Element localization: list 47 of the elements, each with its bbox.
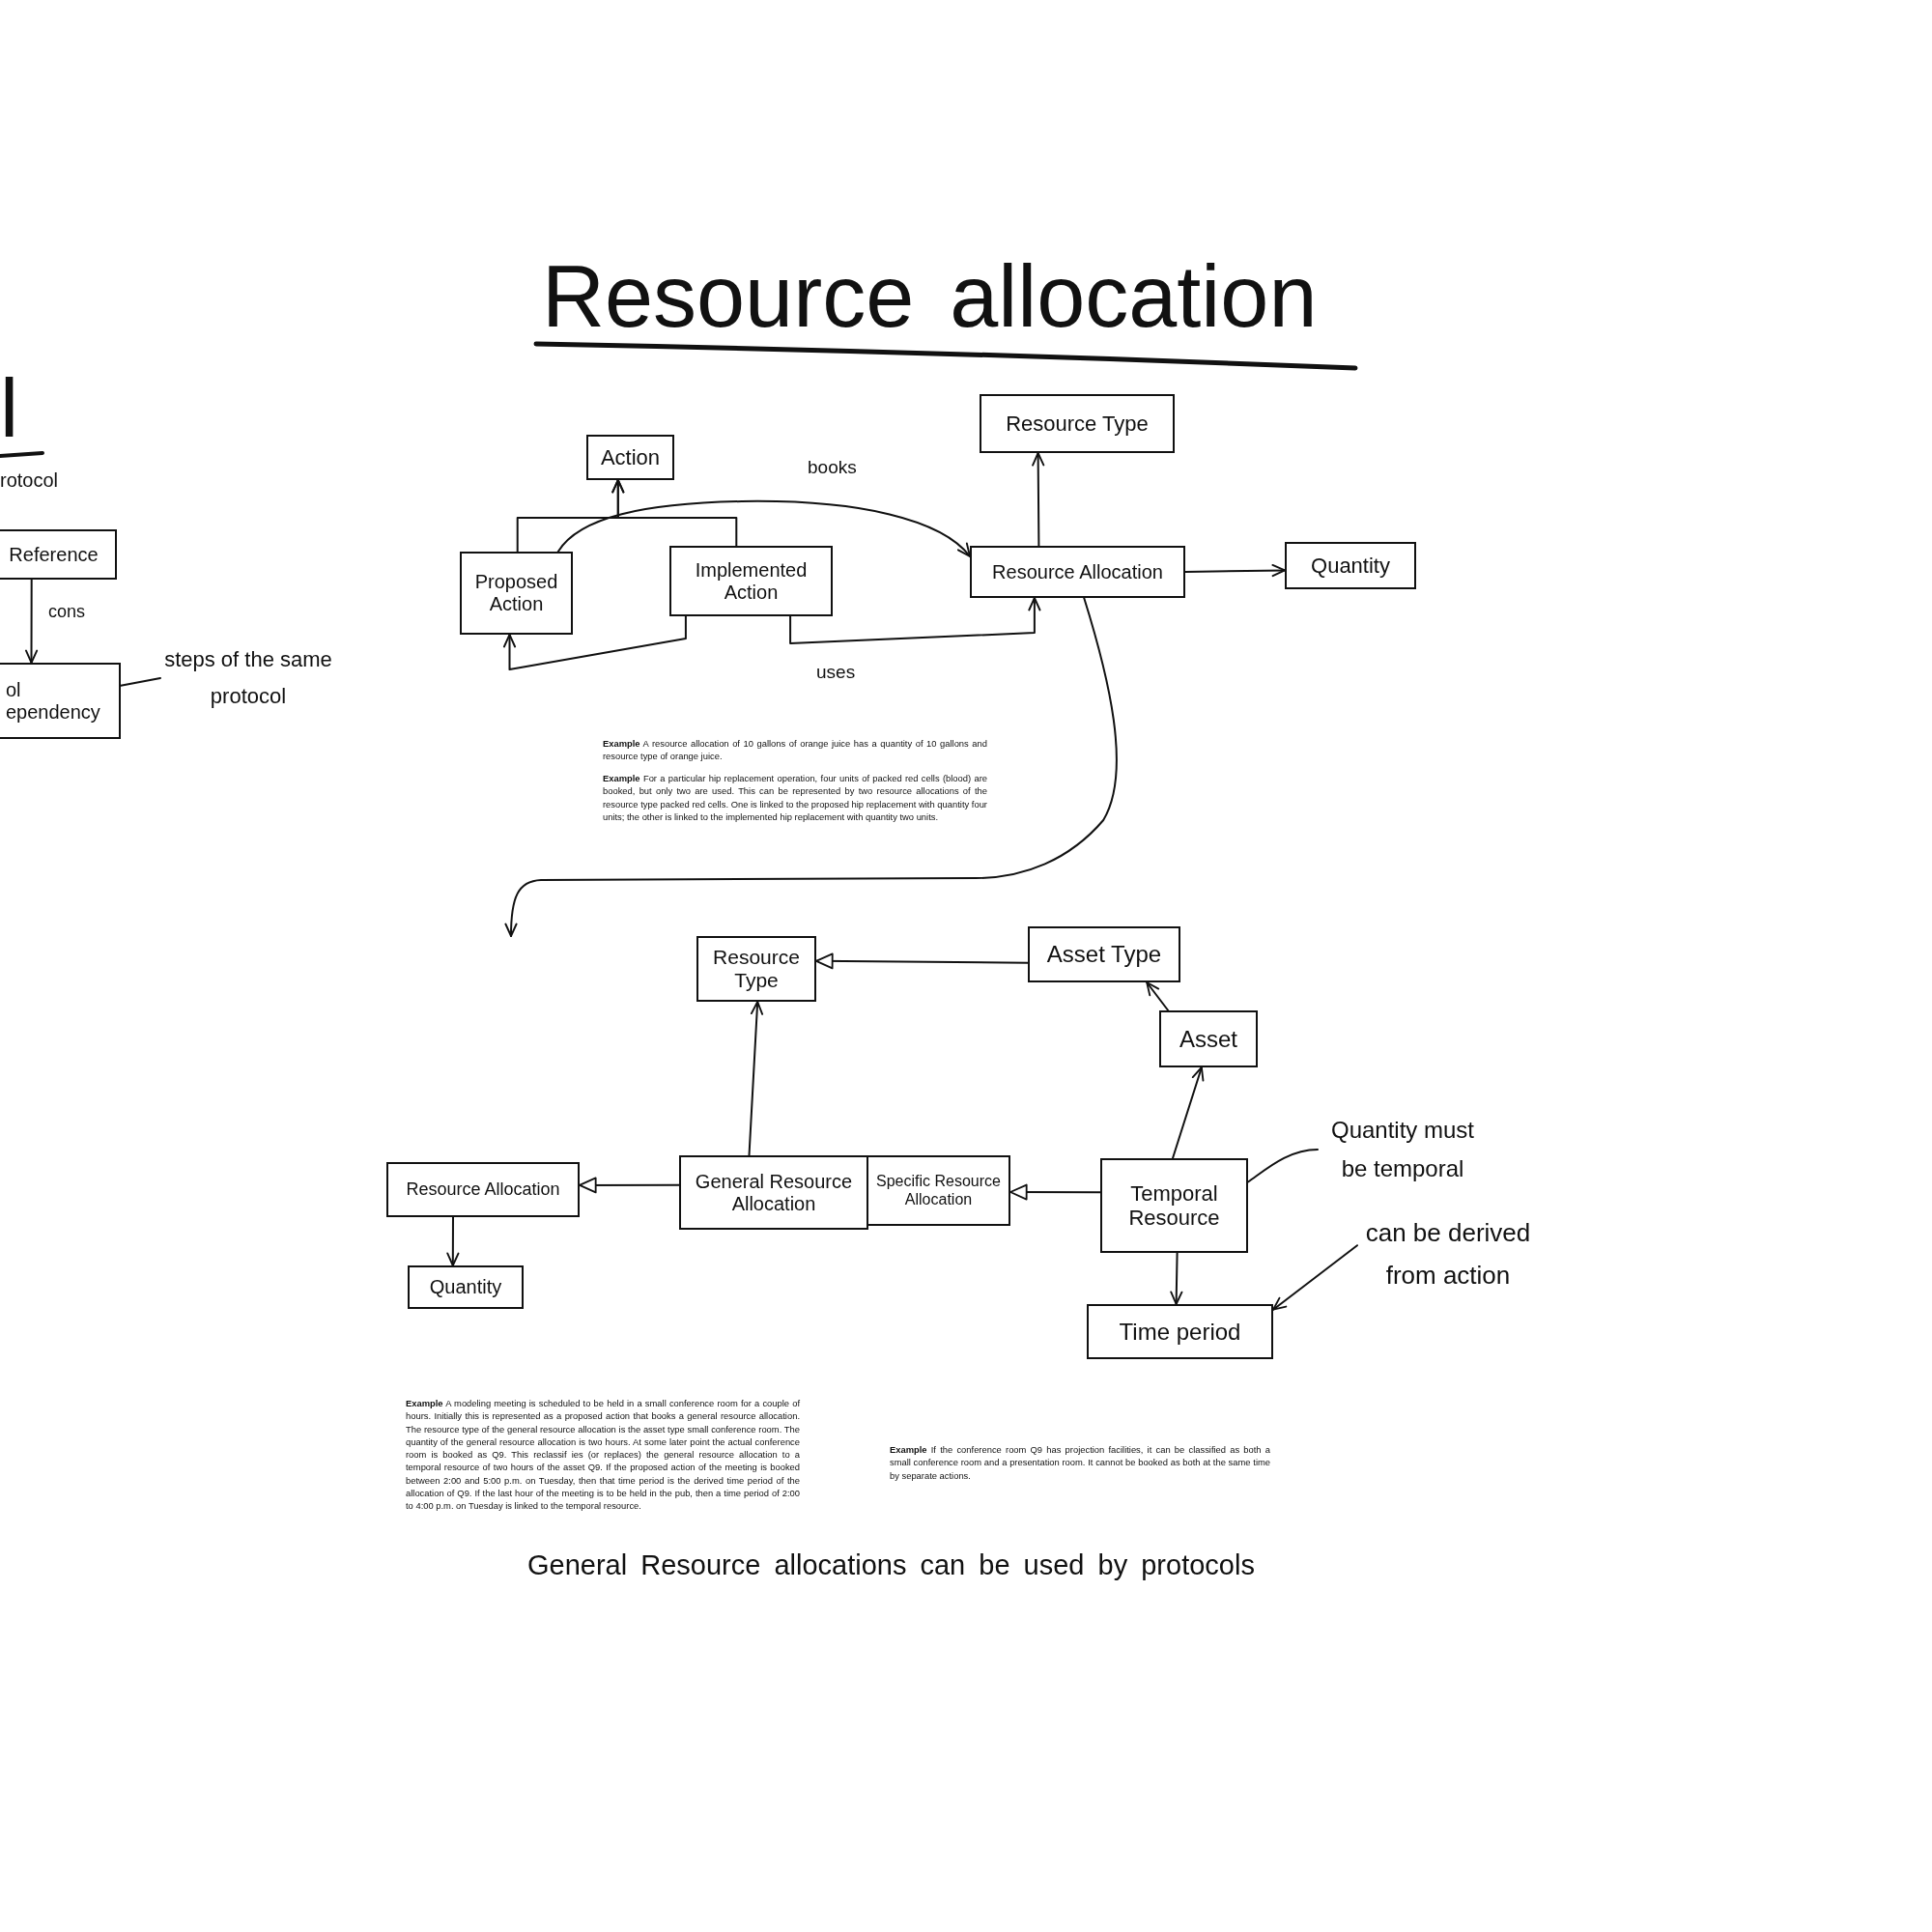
arrow bbox=[556, 500, 971, 557]
entity-box: Reference bbox=[0, 529, 117, 580]
arrow bbox=[611, 479, 738, 547]
entity-box: Temporal Resource bbox=[1100, 1158, 1248, 1253]
entity-box: Specific Resource Allocation bbox=[867, 1155, 1010, 1226]
entity-box: Implemented Action bbox=[669, 546, 833, 616]
arrow bbox=[1032, 452, 1045, 547]
annotation-text: can be derived from action bbox=[1357, 1211, 1539, 1296]
arrow bbox=[446, 1216, 460, 1266]
entity-box: Resource Allocation bbox=[970, 546, 1185, 598]
note-text: General Resource allocations can be used by protocols bbox=[527, 1549, 1255, 1581]
arrow bbox=[504, 597, 1118, 937]
title-text: l bbox=[0, 366, 19, 449]
arrow bbox=[1009, 1183, 1101, 1201]
entity-box: Proposed Action bbox=[460, 552, 573, 635]
entity-box: Asset bbox=[1159, 1010, 1258, 1067]
entity-box: Asset Type bbox=[1028, 926, 1180, 982]
entity-box: Time period bbox=[1087, 1304, 1273, 1359]
arrow bbox=[1272, 1244, 1358, 1311]
arrow bbox=[24, 579, 39, 664]
arrow bbox=[1172, 1066, 1205, 1159]
leader-line bbox=[120, 677, 161, 687]
entity-box: Resource Type bbox=[980, 394, 1175, 453]
arrow bbox=[748, 1001, 764, 1156]
example-text: Example A modeling meeting is scheduled to be held in a small conference room for a couple of hours. Initially this is represented as a proposed action that books a general resource allocation. The resource type of the general resource allocation is the asset type small conference room. The quantity of the general resource allocation is two hours. At some later point the actual conference room is booked as Q9. This reclassif ies (or replaces) the general resource allocation to a temporal resource of two hours of the asset Q9. If the proposed action of the meeting is booked between 2:00 and 5:00 p.m. on Tuesday, then that time period is the derived time period of the allocation of Q9. If the last hour of the meeting is to be held in the pub, then a time period of 2:00 to 4:00 p.m. on Tuesday is linked to the temporal resource. bbox=[406, 1397, 800, 1513]
arrow bbox=[579, 1177, 680, 1194]
entity-box: Action bbox=[586, 435, 674, 480]
entity-box: Quantity bbox=[1285, 542, 1416, 589]
arrow bbox=[815, 952, 1029, 970]
entity-box: Resource Type bbox=[696, 936, 816, 1002]
arrow bbox=[1170, 1252, 1183, 1305]
entity-box: Quantity bbox=[408, 1265, 524, 1309]
example-text: Example If the conference room Q9 has projection facilities, it can be classified as both a small conference room and a presentation room. It cannot be booked as both at the same time by separate actions. bbox=[890, 1443, 1270, 1482]
example-text: Example A resource allocation of 10 gallons of orange juice has a quantity of 10 gallons and resource type of orange juice. bbox=[603, 737, 987, 763]
arrow bbox=[1184, 564, 1286, 578]
example-text: Example For a particular hip replacement operation, four units of packed red cells (blood) are booked, but only two are used. This can be represented by two resource allocations of the resource type packed red cells. One is linked to the proposed hip replacement with quantity four units; the other is linked to the implemented hip replacement with quantity two units. bbox=[603, 772, 987, 824]
leader-line bbox=[1247, 1149, 1319, 1183]
annotation-text: Quantity must be temporal bbox=[1318, 1111, 1488, 1188]
annotation-text: steps of the same protocol bbox=[160, 641, 336, 715]
note-text: rotocol bbox=[0, 469, 59, 492]
title: Resource allocation bbox=[542, 253, 1318, 340]
arrow bbox=[1146, 981, 1170, 1011]
entity-box: ol ependency bbox=[0, 663, 121, 739]
entity-box: Resource Allocation bbox=[386, 1162, 580, 1217]
entity-box: General Resource Allocation bbox=[679, 1155, 868, 1230]
arrow bbox=[789, 597, 1041, 644]
arrow bbox=[502, 615, 687, 670]
